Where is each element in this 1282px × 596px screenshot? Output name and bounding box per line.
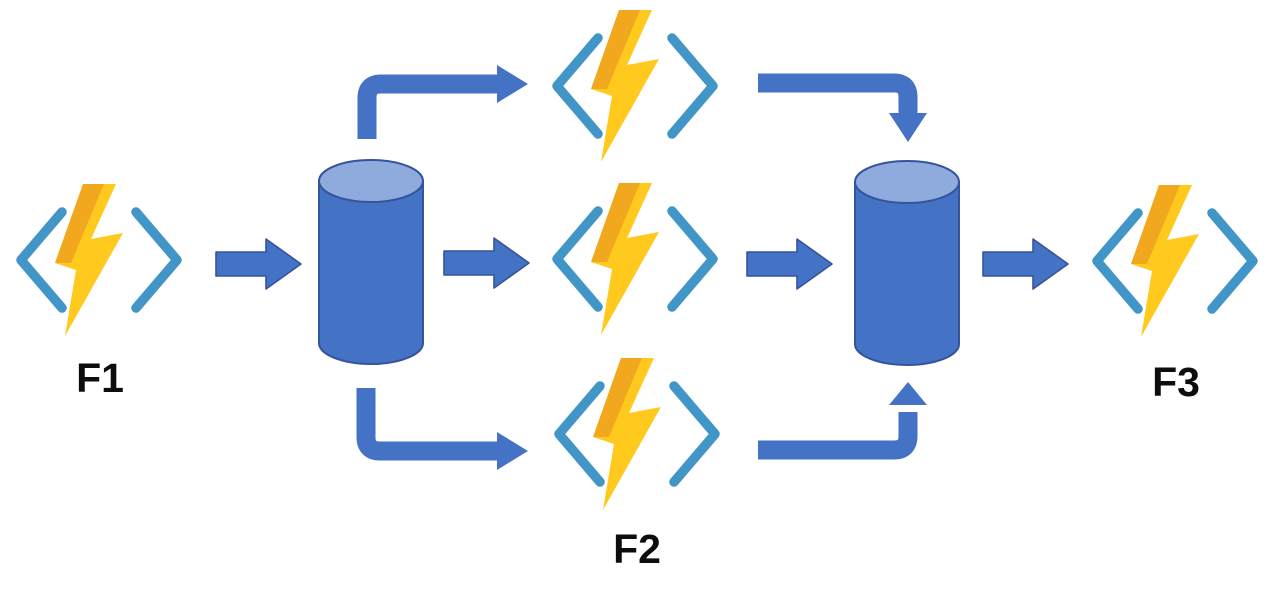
function-label-f3: F3 [1152,359,1200,405]
function-label-f1: F1 [76,355,124,401]
azure-function-icon-f3 [1089,184,1261,338]
queue-cylinder-2-icon [853,158,961,368]
azure-function-icon-f1 [13,183,185,337]
elbow-arrow-queue1-to-bottom-icon [356,388,528,470]
arrow-right-queue1-to-middle-icon [443,236,531,290]
elbow-arrow-queue1-to-top-icon [357,65,528,139]
elbow-arrow-top-to-queue2-icon [758,73,927,142]
arrow-right-middle-to-queue2-icon [746,237,834,291]
arrow-right-f1-to-queue1-icon [215,237,303,291]
queue-cylinder-1-icon [317,157,425,367]
elbow-arrow-bottom-to-queue2-icon [758,382,927,460]
arrow-right-queue2-to-f3-icon [982,237,1070,291]
azure-function-icon-worker-bottom [551,357,723,511]
azure-function-icon-worker-top [549,9,721,163]
azure-function-icon-worker-middle [549,182,721,336]
function-label-f2: F2 [613,526,661,572]
